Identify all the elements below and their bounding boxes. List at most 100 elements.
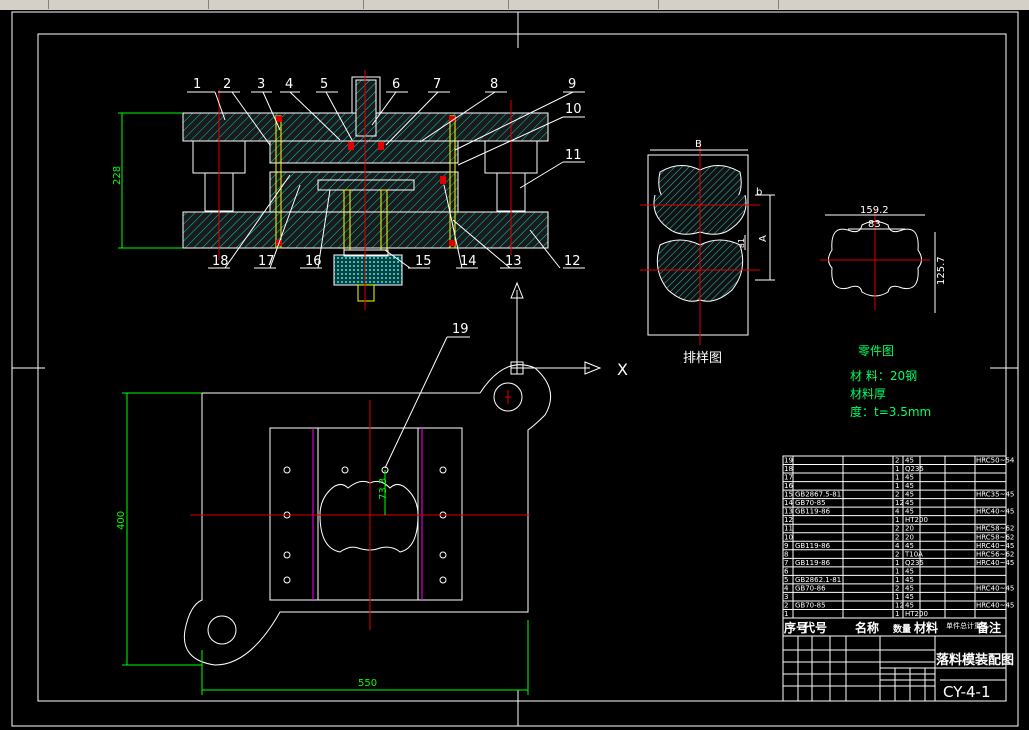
material-line-2: 材料厚 [850, 387, 886, 401]
bom-cell-no: 3 [784, 593, 788, 601]
bom-cell-mat: 45 [905, 576, 914, 584]
toolbar-segment [0, 0, 49, 9]
part-no-15: 15 [415, 254, 432, 269]
bom-cell-mat: 45 [905, 601, 914, 609]
bom-cell-qty: 1 [895, 610, 899, 618]
bom-cell-qty: 1 [895, 474, 899, 482]
bom-cell-no: 12 [784, 516, 793, 524]
bom-cell-mat: HT200 [905, 610, 928, 618]
toolbar-segment [508, 0, 659, 9]
die-opening [317, 179, 415, 191]
dim-A: A [758, 235, 769, 242]
drawing-title: 落料模装配图 [936, 652, 1014, 668]
dim-B: B [695, 139, 702, 150]
bom-cell-qty: 2 [895, 533, 899, 541]
bom-cell-code: GB119-86 [795, 542, 831, 550]
bom-cell-no: 1 [784, 610, 788, 618]
die-plate [269, 171, 459, 213]
bom-cell-qty: 4 [895, 508, 900, 516]
bom-cell-qty: 4 [895, 542, 900, 550]
bom-cell-mat: 45 [905, 499, 914, 507]
rubber-buffer [333, 254, 403, 286]
bom-cell-qty: 1 [895, 559, 899, 567]
dim-83: 83 [868, 219, 881, 230]
part-drawing: 159.2 83 125.7 零件图 材 料：20钢 材料厚 度：t=3.5mm [820, 205, 947, 419]
part-no-14: 14 [460, 254, 477, 269]
bom-cell-qty: 2 [895, 584, 899, 592]
part-no-10: 10 [565, 102, 582, 117]
ucs-icon: X [510, 281, 628, 379]
title-bar [0, 0, 1029, 10]
bom-cell-code: GB70-86 [795, 584, 826, 592]
part-no-1: 1 [193, 77, 201, 92]
part-no-5: 5 [320, 77, 328, 92]
shank-pin [355, 79, 377, 137]
bom-cell-no: 14 [784, 499, 793, 507]
part-no-11: 11 [565, 148, 582, 163]
bom-cell-mat: 45 [905, 593, 914, 601]
bom-cell-no: 18 [784, 465, 793, 473]
part-no-12: 12 [564, 254, 581, 269]
bom-cell-no: 19 [784, 457, 793, 465]
toolbar-segment [208, 0, 364, 9]
bom-cell-no: 2 [784, 601, 788, 609]
material-line-3: 度：t=3.5mm [850, 404, 931, 419]
bom-cell-no: 9 [784, 542, 788, 550]
bom-header-weight: 单件总计重量 [946, 621, 988, 630]
bom-header-mat: 材料 [913, 620, 938, 635]
part-no-16: 16 [305, 254, 322, 269]
bom-cell-mat: 45 [905, 584, 914, 592]
bom-header-qty: 数量 [893, 623, 911, 635]
pin-marker [440, 176, 446, 184]
bom-cell-mat: 20 [905, 525, 914, 533]
part-no-17: 17 [258, 254, 275, 269]
buffer-plate [343, 249, 389, 257]
section-view: 228 [112, 70, 549, 310]
bom-cell-note: HRC40~45 [976, 584, 1014, 592]
dim-159-2: 159.2 [860, 205, 889, 216]
bom-cell-qty: 2 [895, 491, 899, 499]
bom-cell-note: HRC56~62 [976, 550, 1014, 558]
toolbar-segment [658, 0, 779, 9]
bolt-nut [357, 284, 375, 302]
bom-cell-qty: 1 [895, 567, 899, 575]
bom-cell-code: GB119-86 [795, 559, 831, 567]
bom-cell-no: 15 [784, 491, 793, 499]
bom-cell-note: HRC40~45 [976, 542, 1014, 550]
pin-marker [348, 142, 354, 150]
bom-cell-mat: 45 [905, 491, 914, 499]
bom-cell-note: HRC58~62 [976, 533, 1014, 541]
bom-cell-note: HRC58~62 [976, 525, 1014, 533]
part-drawing-title: 零件图 [858, 344, 894, 358]
pin-marker [276, 116, 282, 122]
strip-layout-title: 排样图 [683, 351, 722, 366]
bom-cell-mat: Q235 [905, 559, 924, 567]
bom-cell-note: HRC40~45 [976, 601, 1014, 609]
part-no-4: 4 [285, 77, 293, 92]
dim-73-3: 73.3 [378, 478, 389, 500]
part-no-13: 13 [505, 254, 522, 269]
bom-cell-note: HRC50~54 [976, 457, 1015, 465]
bom-header-note: 备注 [976, 620, 1001, 635]
bom-cell-no: 7 [784, 559, 788, 567]
toolbar-segment [363, 0, 509, 9]
bom-cell-no: 10 [784, 533, 793, 541]
bom-cell-mat: 20 [905, 533, 914, 541]
bom-cell-note: HRC40~45 [976, 559, 1014, 567]
part-no-3: 3 [257, 77, 265, 92]
bom-cell-note: HRC40~45 [976, 508, 1014, 516]
dim-550: 550 [358, 678, 377, 689]
bom-cell-mat: 45 [905, 482, 914, 490]
bom-cell-qty: 1 [895, 516, 899, 524]
dim-b: b [756, 187, 762, 198]
bom-cell-no: 5 [784, 576, 788, 584]
bom-cell-mat: Q235 [905, 465, 924, 473]
bom-cell-no: 8 [784, 550, 788, 558]
bom-cell-no: 6 [784, 567, 789, 575]
bom-cell-mat: T10A [904, 550, 923, 558]
toolbar-segment [48, 0, 209, 9]
bom-header-code: 代号 [802, 620, 827, 635]
material-line-1: 材 料：20钢 [850, 369, 917, 383]
part-no-18: 18 [212, 254, 229, 269]
